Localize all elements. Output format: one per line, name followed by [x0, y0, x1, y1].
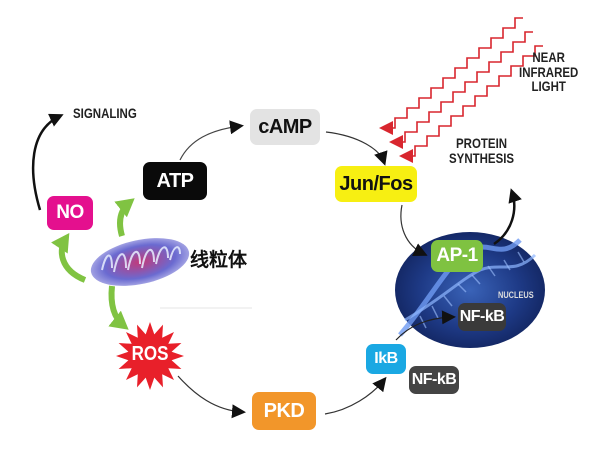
protein-synthesis-line-2: SYNTHESIS	[449, 149, 515, 166]
near-infrared-line-3: LIGHT	[531, 78, 566, 95]
mitochondrion-image	[90, 238, 190, 286]
near-infrared-line-2: INFRARED	[519, 63, 579, 80]
node-ros: ROS	[131, 343, 169, 365]
near-infrared-line-1: NEAR	[532, 49, 565, 65]
arrow-atp-to-camp	[179, 120, 244, 161]
infrared-ray-1	[379, 17, 523, 135]
arrow-pkd-to-ikb	[324, 376, 387, 415]
arrow-ros-to-pkd	[177, 375, 246, 419]
arrow-mito-to-ros	[108, 285, 129, 330]
near-infrared-rays	[379, 17, 543, 163]
node-camp: cAMP	[250, 109, 320, 145]
node-jun-fos: Jun/Fos	[335, 166, 417, 202]
nucleus-label: NUCLEUS	[498, 290, 534, 300]
protein-synthesis-label: PROTEIN SYNTHESIS	[449, 136, 514, 165]
signaling-label: SIGNALING	[73, 105, 137, 121]
arrow-mito-to-atp	[114, 198, 135, 237]
arrow-mito-to-no	[51, 233, 87, 283]
node-pkd: PKD	[252, 392, 316, 430]
node-ap1: AP-1	[431, 240, 483, 272]
arrow-camp-to-junfos	[325, 131, 388, 166]
node-nfkb-cytoplasm: NF-kB	[409, 366, 459, 394]
arrow-ikb-to-nfkb	[395, 310, 456, 341]
arrow-ap1-to-protein-synthesis	[493, 188, 522, 246]
protein-synthesis-line-1: PROTEIN	[456, 135, 508, 151]
near-infrared-light-label: NEAR INFRARED LIGHT	[519, 50, 578, 94]
mitochondria-label: 线粒体	[190, 249, 248, 271]
node-ikb: IkB	[366, 344, 406, 374]
ros-starburst	[116, 322, 184, 390]
arrow-junfos-to-ap1	[400, 204, 428, 257]
node-no: NO	[47, 196, 93, 230]
infrared-ray-3	[399, 45, 543, 163]
node-nfkb-nucleus: NF-kB	[458, 303, 506, 331]
arrow-no-to-signaling	[31, 113, 64, 211]
infrared-ray-2	[389, 31, 533, 149]
node-atp: ATP	[143, 162, 207, 200]
